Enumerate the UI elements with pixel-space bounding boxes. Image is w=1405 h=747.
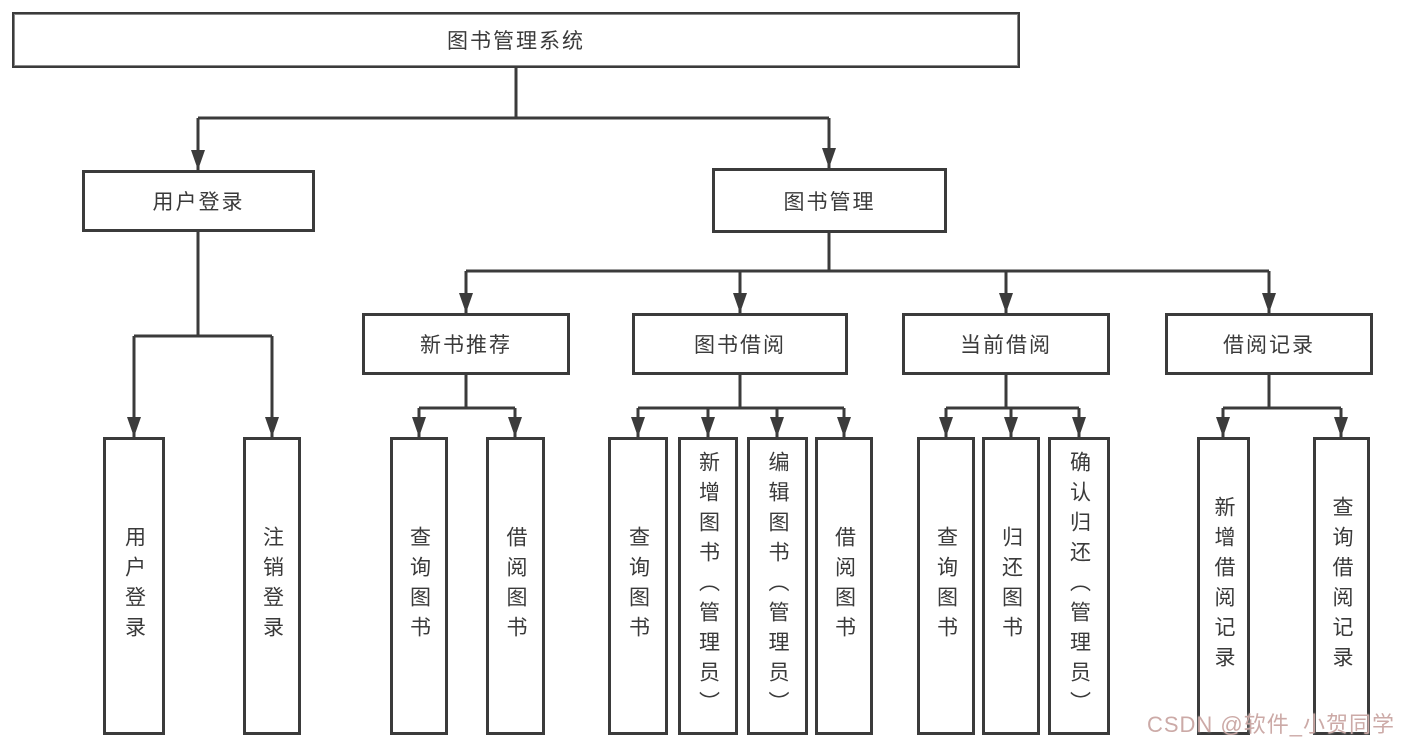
- csdn-watermark: CSDN @软件_小贺同学: [1146, 712, 1395, 737]
- leaf-borrow-edit-books-admin: 编辑图书（管理员）: [747, 437, 808, 735]
- leaf-logout: 注销登录: [243, 437, 301, 735]
- leaf-newbook-query-books: 查询图书: [390, 437, 448, 735]
- leaf-user-login: 用户登录: [103, 437, 165, 735]
- node-new-book-recommend: 新书推荐: [362, 313, 570, 375]
- node-book-management: 图书管理: [712, 168, 947, 233]
- node-label: 图书管理: [783, 190, 876, 214]
- plain-connectors: [134, 68, 1341, 410]
- leaf-newbook-borrow-books: 借阅图书: [486, 437, 545, 735]
- leaf-current-confirm-return-admin: 确认归还（管理员）: [1048, 437, 1110, 735]
- arrow-connectors: [127, 118, 1348, 437]
- node-label: 用户登录: [152, 191, 245, 214]
- leaf-label: 新增图书（管理员）: [696, 451, 720, 721]
- node-label: 图书管理系统: [447, 30, 585, 53]
- leaf-label: 归还图书: [999, 526, 1023, 646]
- leaf-label: 查询借阅记录: [1330, 496, 1353, 676]
- node-borrow-record: 借阅记录: [1165, 313, 1373, 375]
- leaf-label: 注销登录: [260, 526, 284, 646]
- node-label: 图书借阅: [694, 334, 786, 357]
- leaf-label: 编辑图书（管理员）: [766, 451, 789, 721]
- node-label: 借阅记录: [1223, 334, 1315, 357]
- leaf-current-query-books: 查询图书: [917, 437, 975, 735]
- node-book-borrow: 图书借阅: [632, 313, 848, 375]
- leaf-label: 新增借阅记录: [1212, 496, 1235, 676]
- leaf-borrow-borrow-books: 借阅图书: [815, 437, 873, 735]
- leaf-record-add-borrow-record: 新增借阅记录: [1197, 437, 1250, 735]
- leaf-label: 借阅图书: [504, 526, 527, 646]
- leaf-label: 借阅图书: [832, 526, 856, 646]
- node-label: 新书推荐: [420, 334, 512, 357]
- leaf-label: 查询图书: [934, 526, 958, 646]
- node-user-login: 用户登录: [82, 170, 315, 232]
- leaf-current-return-books: 归还图书: [982, 437, 1040, 735]
- node-current-borrow: 当前借阅: [902, 313, 1110, 375]
- node-label: 当前借阅: [960, 334, 1052, 357]
- leaf-record-query-borrow-record: 查询借阅记录: [1313, 437, 1370, 735]
- leaf-label: 确认归还（管理员）: [1067, 451, 1091, 721]
- leaf-label: 用户登录: [122, 526, 146, 646]
- leaf-label: 查询图书: [407, 526, 431, 646]
- leaf-borrow-add-books-admin: 新增图书（管理员）: [678, 437, 738, 735]
- leaf-borrow-query-books: 查询图书: [608, 437, 668, 735]
- node-root-library-system: 图书管理系统: [12, 12, 1020, 68]
- leaf-label: 查询图书: [626, 526, 650, 646]
